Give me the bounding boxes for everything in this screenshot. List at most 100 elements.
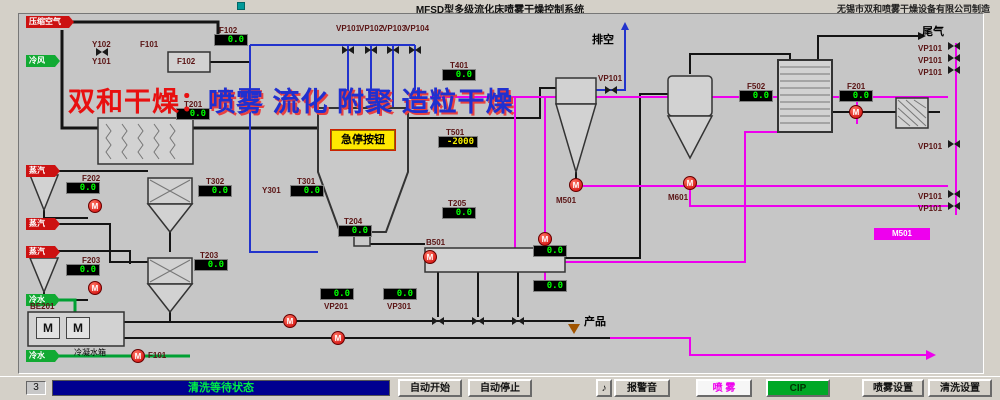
diagram-panel [18,13,984,374]
valve-icon[interactable] [342,46,354,54]
valve-icon[interactable] [96,48,108,56]
pump-icon[interactable]: M [283,314,297,328]
value-display: 0.0 [442,207,476,219]
instrument-tag: F101 [140,40,159,49]
pump-motor-glyph: M [686,179,694,188]
instrument-tag: VP102 [359,24,384,33]
instrument-tag: 产品 [584,316,606,328]
source-flag: 蒸汽 [26,165,60,177]
spray-settings-button[interactable]: 喷雾设置 [862,379,924,397]
alarm-sound-icon[interactable]: ♪ [596,379,612,397]
pump-icon[interactable]: M [131,349,145,363]
valve-icon[interactable] [387,46,399,54]
value-display: 0.0 [383,288,417,300]
instrument-tag: F101 [148,351,167,360]
instrument-tag: VP104 [405,24,430,33]
instrument-tag: VP101 [598,74,623,83]
instrument-tag: F201 [847,82,866,91]
value-display: 0.0 [739,90,773,102]
valve-icon[interactable] [948,42,960,50]
instrument-tag: VP101 [918,56,943,65]
instrument-tag: 冷凝水箱 [74,348,106,357]
auto-start-button[interactable]: 自动开始 [398,379,462,397]
value-display: 0.0 [320,288,354,300]
instrument-tag: F102 [177,57,196,66]
valve-icon[interactable] [365,46,377,54]
value-display: 0.0 [839,90,873,102]
value-display: 0.0 [442,69,476,81]
pump-icon[interactable]: M [331,331,345,345]
valve-icon[interactable] [948,66,960,74]
status-bar: 清洗等待状态 [52,380,390,396]
pump-motor-glyph: M [334,334,342,343]
valve-icon[interactable] [948,140,960,148]
valve-icon[interactable] [948,54,960,62]
instrument-tag: VP103 [382,24,407,33]
value-display: 0.0 [533,280,567,292]
counter-display: 3 [26,381,46,395]
instrument-tag: Y101 [92,57,111,66]
valve-icon[interactable] [948,190,960,198]
valve-icon[interactable] [409,46,421,54]
valve-icon[interactable] [512,317,524,325]
instrument-tag: T401 [450,61,469,70]
source-flag: 蒸汽 [26,246,60,258]
value-display: 0.0 [66,182,100,194]
mixer-motor-icon: M [66,317,90,339]
page-title: MFSD型多级流化床喷雾干燥控制系统 [415,5,585,16]
valve-icon[interactable] [472,317,484,325]
instrument-tag: T201 [184,100,203,109]
title-bar: MFSD型多级流化床喷雾干燥控制系统 无锡市双和喷雾干燥设备有限公司制造 [0,0,1000,16]
pump-icon[interactable]: M [423,250,437,264]
source-flag: 压缩空气 [26,16,74,28]
source-flag: 冷风 [26,55,60,67]
value-display: 0.0 [338,225,372,237]
source-flag: 蒸汽 [26,218,60,230]
pump-motor-glyph: M [426,253,434,262]
pump-icon[interactable]: M [88,199,102,213]
valve-icon[interactable] [432,317,444,325]
instrument-tag: BE201 [30,302,55,311]
instrument-tag: Y301 [262,186,281,195]
source-flag: 冷水 [26,350,60,362]
pump-motor-glyph: M [286,317,294,326]
watermark: 双和干燥：喷雾 流化 附聚 造粒干燥 [68,80,514,119]
clean-settings-button[interactable]: 清洗设置 [928,379,992,397]
m501-pipe-tag: M501 [874,228,930,240]
instrument-tag: B501 [426,238,446,247]
value-display: 0.0 [533,245,567,257]
spray-button[interactable]: 喷 雾 [696,379,752,397]
pump-icon[interactable]: M [849,105,863,119]
value-display: 0.0 [194,259,228,271]
instrument-tag: T205 [448,199,467,208]
instrument-tag: F502 [747,82,766,91]
valve-icon[interactable] [948,202,960,210]
auto-stop-button[interactable]: 自动停止 [468,379,532,397]
pump-icon[interactable]: M [88,281,102,295]
pump-motor-glyph: M [541,235,549,244]
value-display: -2000 [438,136,478,148]
pump-icon[interactable]: M [538,232,552,246]
pump-motor-glyph: M [572,181,580,190]
watermark-lead: 双和干燥： [68,87,208,117]
instrument-tag: Y102 [92,40,111,49]
bottom-toolbar: 3 清洗等待状态 自动开始 自动停止 ♪ 报警音 喷 雾 CIP 喷雾设置 清洗… [0,376,1000,400]
instrument-tag: F202 [82,174,101,183]
alarm-sound-button[interactable]: 报警音 [614,379,670,397]
window-icon [237,2,245,10]
pump-motor-glyph: M [91,202,99,211]
cip-button[interactable]: CIP [766,379,830,397]
instrument-tag: VP101 [918,68,943,77]
instrument-tag: VP101 [336,24,361,33]
valve-icon[interactable] [605,86,617,94]
pump-icon[interactable]: M [569,178,583,192]
value-display: 0.0 [198,185,232,197]
instrument-tag: T501 [446,128,465,137]
instrument-tag: T302 [206,177,225,186]
pump-motor-glyph: M [91,284,99,293]
emergency-stop-button[interactable]: 急停按钮 [331,130,395,150]
instrument-tag: VP101 [918,44,943,53]
instrument-tag: VP101 [918,204,943,213]
company-name: 无锡市双和喷雾干燥设备有限公司制造 [836,4,990,14]
pump-icon[interactable]: M [683,176,697,190]
